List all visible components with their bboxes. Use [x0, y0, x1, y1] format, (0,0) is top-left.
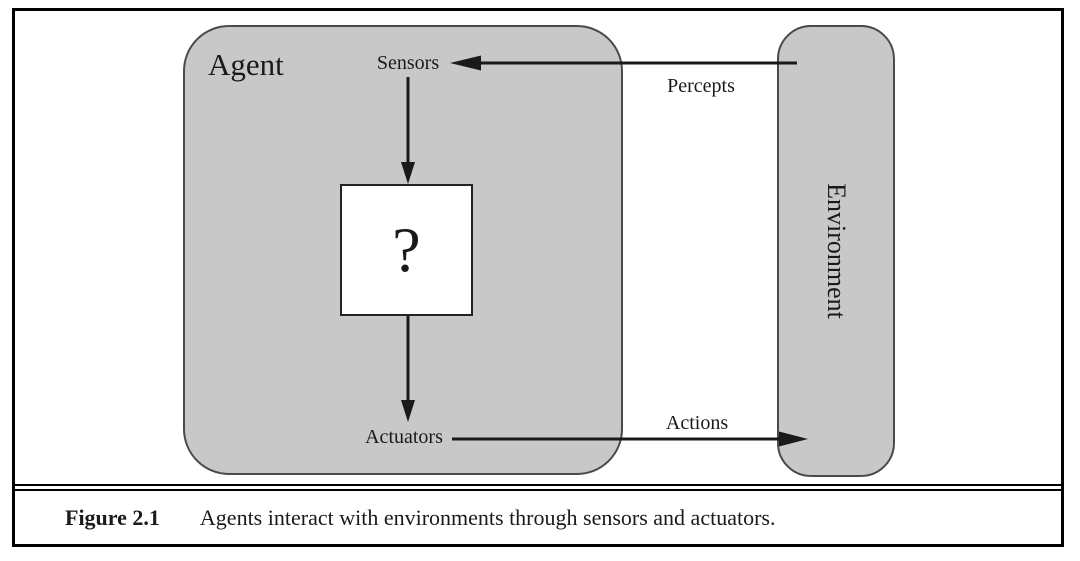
diagram-area: Environment Agent — [15, 11, 1061, 484]
arrows-layer — [401, 55, 808, 447]
question-mark-label: ? — [392, 214, 421, 285]
caption-separator — [15, 484, 1061, 491]
agent-label: Agent — [208, 47, 284, 82]
environment-box: Environment — [777, 25, 895, 477]
program-to-actuators-arrow — [401, 316, 415, 422]
figure-caption-text: Agents interact with environments throug… — [199, 504, 776, 530]
sensors-to-program-arrow — [401, 77, 415, 184]
agent-program-box: ? — [340, 184, 473, 316]
sensors-label: Sensors — [376, 52, 440, 74]
actions-label: Actions — [665, 412, 729, 434]
percepts-label: Percepts — [667, 75, 735, 97]
percepts-arrow — [450, 55, 797, 71]
actions-arrow — [452, 431, 808, 447]
actuators-label: Actuators — [365, 426, 443, 448]
figure-number: Figure 2.1 — [65, 504, 160, 530]
figure-caption: Figure 2.1 Agents interact with environm… — [15, 491, 1061, 544]
figure-frame: Environment Agent — [12, 8, 1064, 547]
